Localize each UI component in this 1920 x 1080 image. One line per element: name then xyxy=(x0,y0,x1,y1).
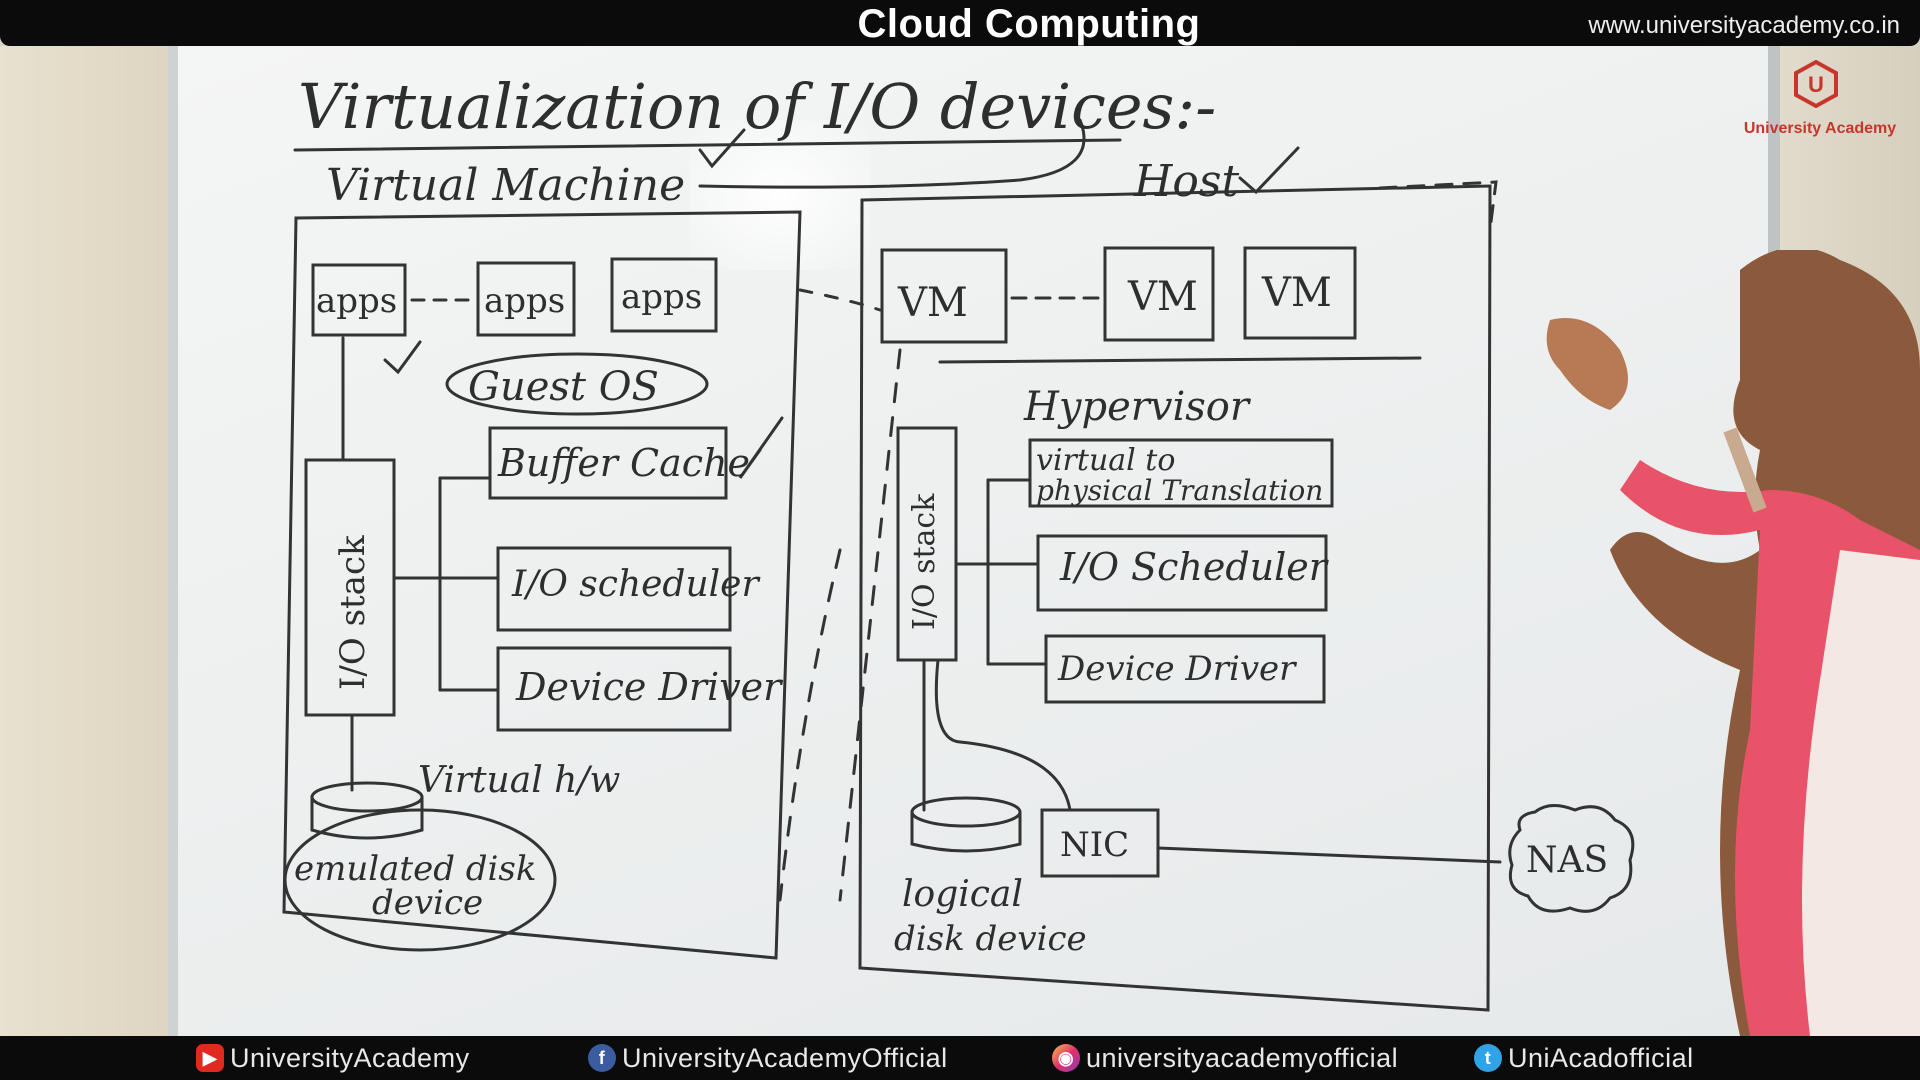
emulated-disk-top xyxy=(310,781,424,813)
apps-label-3: apps xyxy=(621,277,702,317)
vm-box-3 xyxy=(1243,246,1357,340)
guest-os-ellipse xyxy=(445,352,709,416)
vm-box-2 xyxy=(1103,246,1215,342)
presenter xyxy=(1546,250,1920,1036)
vm-io-stack-label: I/O stack xyxy=(333,535,373,690)
emulated-disk-label: emulated disk xyxy=(294,849,536,889)
twitter-icon: t xyxy=(1474,1044,1502,1072)
translation-label-2: physical Translation xyxy=(1036,474,1323,507)
website-link[interactable]: www.universityacademy.co.in xyxy=(1588,12,1900,39)
nic-label: NIC xyxy=(1060,825,1129,865)
logo-name: University Academy xyxy=(1743,120,1897,137)
svg-text:U: U xyxy=(1808,72,1824,97)
nic-box xyxy=(1040,808,1160,878)
apps-box-2 xyxy=(476,261,576,337)
vm-label-3: VM xyxy=(1261,270,1332,316)
facebook-link[interactable]: f UniversityAcademyOfficial xyxy=(588,1043,948,1073)
host-section-label: Host xyxy=(1133,156,1239,207)
translation-box xyxy=(1028,438,1334,508)
nas-cloud xyxy=(1508,804,1635,913)
twitter-link[interactable]: t UniAcadofficial xyxy=(1474,1043,1694,1073)
twitter-handle: UniAcadofficial xyxy=(1508,1042,1694,1073)
logical-disk-label-1: logical xyxy=(902,874,1023,915)
instagram-icon: ◉ xyxy=(1052,1044,1080,1072)
logical-disk-top xyxy=(910,796,1022,828)
instagram-handle: universityacademyofficial xyxy=(1086,1042,1399,1073)
apps-box-1 xyxy=(311,263,407,337)
social-footer: ▶ UniversityAcademy f UniversityAcademyO… xyxy=(0,1036,1920,1080)
board-heading: Virtualization of I/O devices:- xyxy=(298,70,1216,143)
virtual-hw-label: Virtual h/w xyxy=(418,760,620,801)
instagram-link[interactable]: ◉ universityacademyofficial xyxy=(1052,1043,1398,1073)
vm-box-1 xyxy=(880,248,1008,344)
buffer-cache-label: Buffer Cache xyxy=(497,441,750,485)
guest-os-label: Guest OS xyxy=(468,364,659,410)
university-academy-logo: U University Academy xyxy=(1730,60,1910,160)
wall-left xyxy=(0,46,180,1036)
vm-label-2: VM xyxy=(1127,274,1198,320)
device-driver-label: Device Driver xyxy=(515,665,784,709)
facebook-icon: f xyxy=(588,1044,616,1072)
host-io-stack-label: I/O stack xyxy=(907,493,942,630)
host-outline xyxy=(858,184,1492,1012)
translation-label-1: virtual to xyxy=(1036,443,1175,478)
youtube-link[interactable]: ▶ UniversityAcademy xyxy=(196,1043,470,1073)
vm-label-1: VM xyxy=(897,280,968,326)
logical-disk-label-2: disk device xyxy=(894,919,1087,959)
youtube-handle: UniversityAcademy xyxy=(230,1042,470,1073)
nas-label: NAS xyxy=(1526,840,1608,881)
apps-label-1: apps xyxy=(316,281,397,321)
host-io-scheduler-label: I/O Scheduler xyxy=(1059,545,1330,589)
apps-box-3 xyxy=(610,257,718,333)
facebook-handle: UniversityAcademyOfficial xyxy=(622,1042,948,1073)
vm-section-label: Virtual Machine xyxy=(326,160,685,211)
io-scheduler-label: I/O scheduler xyxy=(511,564,760,605)
vm-outline xyxy=(282,210,802,960)
host-io-stack-box xyxy=(896,426,958,662)
emulated-disk-label-2: device xyxy=(372,883,483,923)
hypervisor-label: Hypervisor xyxy=(1023,384,1252,430)
top-banner: Cloud Computing www.universityacademy.co… xyxy=(0,0,1920,46)
host-device-driver-box xyxy=(1044,634,1326,704)
logo-hexagon-icon: U xyxy=(1794,60,1838,108)
buffer-cache-box xyxy=(488,426,728,500)
video-title: Cloud Computing xyxy=(857,2,1201,46)
apps-label-2: apps xyxy=(484,281,565,321)
vm-io-stack-box xyxy=(304,458,396,717)
io-scheduler-box xyxy=(496,546,732,632)
host-io-scheduler-box xyxy=(1036,534,1328,612)
emulated-disk-ellipse xyxy=(283,808,557,952)
host-device-driver-label: Device Driver xyxy=(1057,649,1297,689)
youtube-icon: ▶ xyxy=(196,1044,224,1072)
